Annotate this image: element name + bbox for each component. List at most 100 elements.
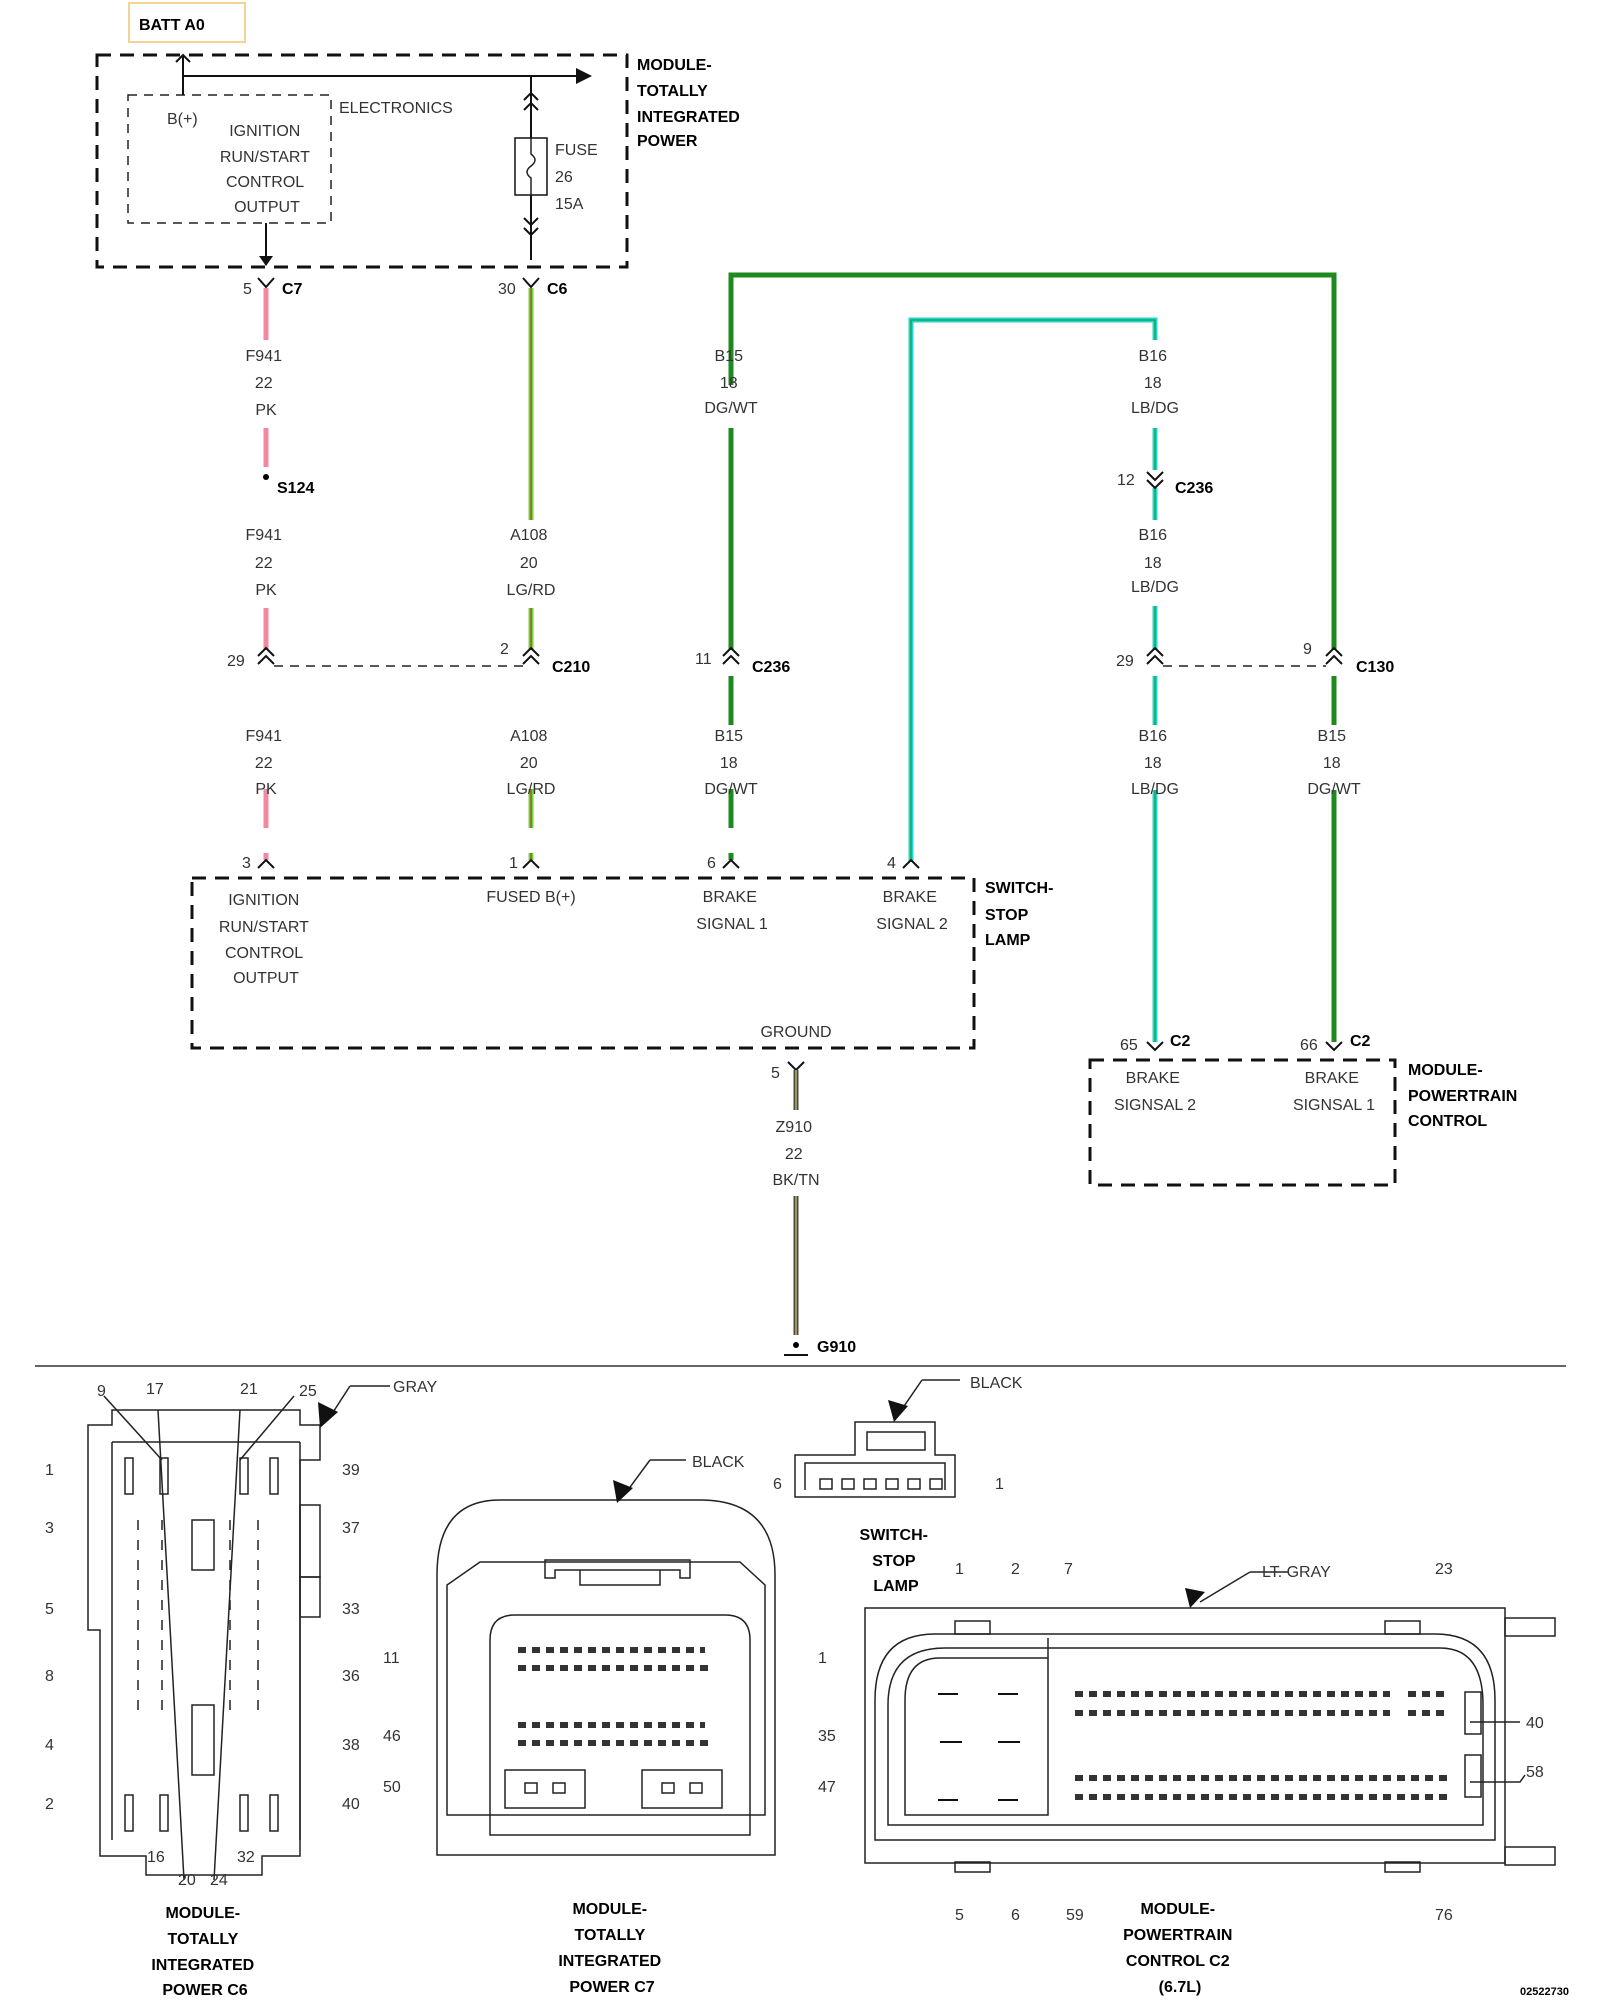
connector-view-c7 <box>436 1459 776 1856</box>
switch-pin-4: 4 <box>887 855 896 872</box>
c236-right-connector-mark <box>1146 471 1164 490</box>
switch-view-title: SWITCH- STOP LAMP <box>860 1527 933 1595</box>
c2-66-name: C2 <box>1350 1033 1371 1050</box>
switch-pin-6: 6 <box>707 855 716 872</box>
wire-b16 <box>908 317 1158 1042</box>
wire-f941-b-label: F941 22 PK <box>246 527 287 599</box>
switch-fused-label: FUSED B(+) <box>486 889 575 906</box>
pcm-view-title: MODULE- POWERTRAIN CONTROL C2 (6.7L) <box>1123 1901 1237 1996</box>
c7-connector-mark <box>257 277 275 289</box>
c2-66-pin: 66 <box>1300 1037 1318 1054</box>
wire-b16-b-label: B16 18 LB/DG <box>1131 527 1179 596</box>
pcm-view-right-pins: 40 58 <box>1526 1715 1548 1781</box>
bplus-bus <box>182 75 576 90</box>
c7-view-title: MODULE- TOTALLY INTEGRATED POWER C7 <box>558 1901 665 1996</box>
pcm-sig2-label: BRAKE SIGNSAL 2 <box>1114 1070 1196 1114</box>
switch-ground-label: GROUND <box>760 1024 831 1041</box>
wire-b16-c-label: B16 18 LB/DG <box>1131 728 1179 798</box>
document-id: 02522730 <box>1520 1986 1569 1998</box>
c130-pin-right: 9 <box>1303 641 1312 658</box>
c130-connector-mark <box>1146 646 1343 665</box>
wire-b15-a-label: B15 18 DG/WT <box>704 348 758 417</box>
bplus-label: B(+) <box>167 111 198 128</box>
wire-a108-b-label: A108 20 LG/RD <box>507 728 556 798</box>
electronics-label: ELECTRONICS <box>339 100 453 117</box>
wire-z910-label: Z910 22 BK/TN <box>772 1119 819 1189</box>
pcm-view-color: LT. GRAY <box>1262 1564 1331 1581</box>
fuse-element <box>526 138 536 195</box>
c6-view-title: MODULE- TOTALLY INTEGRATED POWER C6 <box>151 1905 258 1999</box>
wire-b15 <box>728 272 1337 1042</box>
switch-pin-5-mark <box>787 1061 805 1072</box>
c7-view-left-pins: 11 46 50 <box>383 1650 405 1796</box>
c236-left-pin: 11 <box>695 651 712 668</box>
switch-view-color: BLACK <box>970 1375 1023 1392</box>
switch-pin-1: 1 <box>509 855 518 872</box>
ground-label: G910 <box>817 1339 856 1356</box>
bplus-arrow-up <box>175 53 191 95</box>
c2-pin-marks <box>1146 1041 1343 1052</box>
pcm-view-bottom-pins: 5 6 59 76 <box>955 1907 1453 1924</box>
c6-view-top-pins: 9 17 21 25 <box>97 1381 317 1400</box>
c6-view-right-pins: 39 37 33 36 38 40 <box>342 1462 364 1813</box>
c6-pin: 30 <box>498 281 516 298</box>
c6-connector-mark <box>522 277 540 289</box>
switch-brake2-label: BRAKE SIGNAL 2 <box>876 889 948 933</box>
connector-view-switch <box>794 1379 960 1498</box>
switch-pin-5: 5 <box>771 1065 780 1082</box>
pcm-sig1-label: BRAKE SIGNSAL 1 <box>1293 1070 1375 1114</box>
c210-pin-left: 29 <box>227 653 245 670</box>
output-arrow <box>259 256 273 266</box>
wire-b16-stripe <box>910 319 1156 1042</box>
c2-65-pin: 65 <box>1120 1037 1138 1054</box>
switch-brake1-label: BRAKE SIGNAL 1 <box>696 889 768 933</box>
s124-splice <box>263 474 269 480</box>
c236-left-connector-mark <box>722 646 740 665</box>
tipm-output-label: IGNITION RUN/START CONTROL OUTPUT <box>220 123 314 216</box>
connector-view-pcm-c2 <box>864 1571 1556 1873</box>
c210-connector-mark <box>257 646 540 665</box>
c7-name: C7 <box>282 281 303 298</box>
wire-f941-c-label: F941 22 PK <box>246 728 287 798</box>
c6-view-color: GRAY <box>393 1379 437 1396</box>
ground-dot <box>793 1342 799 1348</box>
batt-label: BATT A0 <box>139 17 205 34</box>
connector-view-c6 <box>87 1385 390 1881</box>
c236-right-pin: 12 <box>1117 472 1135 489</box>
fuse-label: FUSE 26 15A <box>555 142 602 213</box>
electronics-box <box>127 94 332 224</box>
c130-name: C130 <box>1356 659 1394 676</box>
c210-pin-right: 2 <box>500 641 509 658</box>
switch-pin-3: 3 <box>242 855 251 872</box>
c6-view-bottom-pins: 16 20 24 32 <box>147 1849 255 1889</box>
pcm-module-box <box>1088 1058 1397 1187</box>
switch-view-left-pin: 6 <box>773 1476 782 1493</box>
wire-b15-b-label: B15 18 DG/WT <box>704 728 758 798</box>
s124-label: S124 <box>277 480 314 497</box>
tipm-module-box <box>95 53 629 269</box>
c7-view-right-pins: 1 35 47 <box>818 1650 840 1796</box>
c7-view-color: BLACK <box>692 1454 745 1471</box>
stop-lamp-switch-box <box>190 876 976 1050</box>
wire-b16-a-label: B16 18 LB/DG <box>1131 348 1179 417</box>
switch-ign-label: IGNITION RUN/START CONTROL OUTPUT <box>219 892 313 987</box>
tipm-title: MODULE- TOTALLY INTEGRATED POWER <box>637 57 744 150</box>
c6-name: C6 <box>547 281 568 298</box>
wire-a108-a-label: A108 20 LG/RD <box>507 527 556 599</box>
switch-view-right-pin: 1 <box>995 1476 1004 1493</box>
pcm-view-top-pins: 1 2 7 23 <box>955 1561 1453 1578</box>
switch-pin-marks <box>257 858 920 869</box>
c210-name: C210 <box>552 659 590 676</box>
c236-right-name: C236 <box>1175 480 1213 497</box>
wire-b15-c-label: B15 18 DG/WT <box>1307 728 1361 798</box>
pcm-title: MODULE- POWERTRAIN CONTROL <box>1408 1062 1522 1130</box>
batt-label-box <box>128 2 246 43</box>
c7-pin: 5 <box>243 281 252 298</box>
c6-view-left-pins: 1 3 5 8 4 2 <box>45 1462 58 1813</box>
c236-left-name: C236 <box>752 659 790 676</box>
fuse-chevrons <box>523 91 539 237</box>
switch-title: SWITCH- STOP LAMP <box>985 880 1058 949</box>
bus-arrow <box>576 68 592 84</box>
wire-f941-a-label: F941 22 PK <box>246 348 287 419</box>
